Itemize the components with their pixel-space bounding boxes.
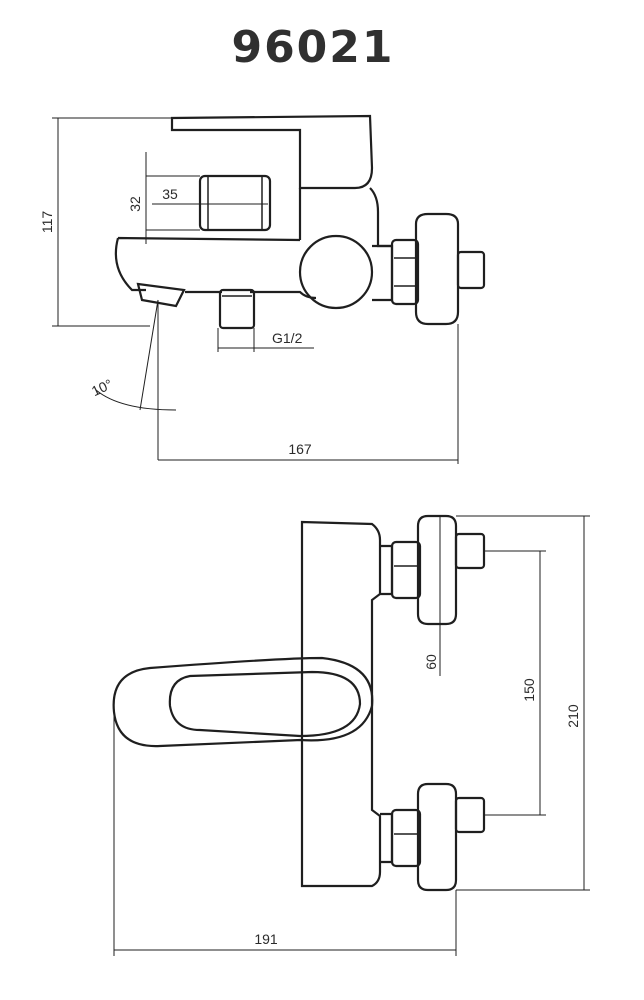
dim-35: 35 bbox=[152, 186, 268, 205]
dim-label-60: 60 bbox=[423, 654, 439, 670]
inlet-connection bbox=[372, 212, 486, 326]
side-view: 117 32 35 bbox=[39, 114, 486, 464]
dim-label-191: 191 bbox=[254, 931, 278, 947]
spout bbox=[114, 236, 317, 300]
diverter-button bbox=[198, 174, 272, 232]
body-outline bbox=[300, 520, 382, 888]
dim-117: 117 bbox=[39, 117, 180, 327]
dim-150: 150 bbox=[484, 550, 546, 816]
dim-191: 191 bbox=[113, 716, 457, 956]
model-number-title: 96021 bbox=[231, 22, 395, 73]
dim-60: 60 bbox=[423, 516, 441, 676]
dim-label-35: 35 bbox=[162, 186, 178, 202]
lever-knob bbox=[168, 670, 362, 738]
aerator bbox=[136, 282, 186, 308]
dim-167: 167 bbox=[158, 324, 459, 464]
cartridge-round bbox=[298, 234, 374, 310]
dim-label-117: 117 bbox=[39, 211, 55, 234]
dim-label-angle: 10° bbox=[89, 376, 115, 399]
dim-label-150: 150 bbox=[521, 678, 537, 702]
bottom-outlet: G1/2 bbox=[217, 288, 314, 352]
valve-body bbox=[298, 187, 392, 248]
upper-connection bbox=[380, 514, 486, 626]
dim-label-32: 32 bbox=[127, 196, 143, 212]
top-view: 60 150 210 191 bbox=[112, 514, 590, 956]
dim-label-g12: G1/2 bbox=[272, 330, 303, 346]
lower-connection bbox=[380, 782, 486, 892]
dim-label-167: 167 bbox=[288, 441, 312, 457]
dim-210: 210 bbox=[456, 515, 590, 891]
dim-label-210: 210 bbox=[565, 704, 581, 728]
dim-angle-10: 10° bbox=[89, 299, 177, 460]
lever-handle-top bbox=[112, 656, 374, 748]
dim-32: 32 bbox=[127, 152, 200, 244]
